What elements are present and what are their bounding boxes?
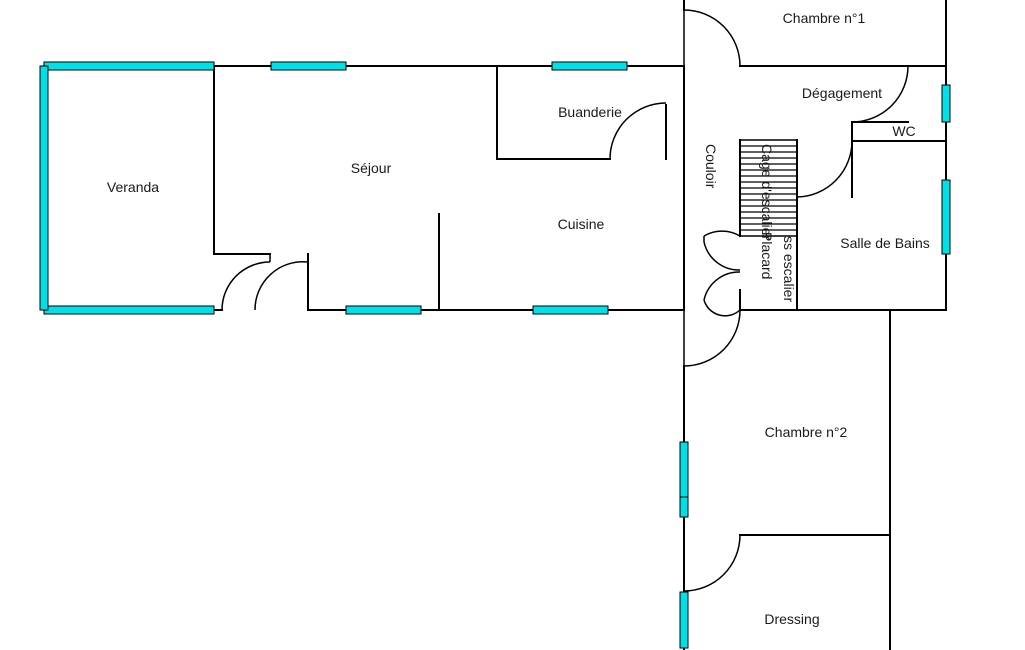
door-wc [851,65,909,140]
window-veranda-left [39,65,49,311]
label-chambre1: Chambre n°1 [783,10,866,26]
window-salle-de-bains-right [941,179,951,255]
window-veranda-bottom [43,305,215,315]
window-degagement-right [941,84,951,123]
label-chambre2: Chambre n°2 [765,424,848,440]
door-entry [221,254,309,311]
label-wc: WC [892,123,915,139]
window-dressing-left [679,591,689,649]
label-buanderie: Buanderie [558,104,622,120]
label-placard: Placard [759,232,775,279]
windows [39,61,951,649]
label-couloir: Couloir [703,144,719,189]
room-labels: Chambre n°1 Dégagement Buanderie WC Séjo… [107,10,930,627]
door-chambre1 [683,9,741,67]
label-veranda: Veranda [107,179,159,195]
door-salle-de-bains [796,140,853,198]
door-couloir-south [683,309,741,367]
window-chambre2-left [679,441,689,518]
label-cage-escalier: Cage d'escalier [759,144,775,240]
window-sejour-bottom [345,305,422,315]
window-buanderie-top [551,61,628,71]
doors [221,9,909,592]
window-sejour-top [270,61,347,71]
window-cuisine-bottom [532,305,609,315]
label-cuisine: Cuisine [558,216,605,232]
label-salle-de-bains: Salle de Bains [840,235,930,251]
label-sejour: Séjour [351,160,392,176]
door-placard [703,230,741,317]
label-ss-escalier: ss escalier [781,236,797,302]
window-veranda-top [43,61,215,71]
door-buanderie [609,102,667,160]
label-dressing: Dressing [764,611,819,627]
staircase [739,139,798,237]
label-degagement: Dégagement [802,85,882,101]
door-dressing [683,534,741,592]
